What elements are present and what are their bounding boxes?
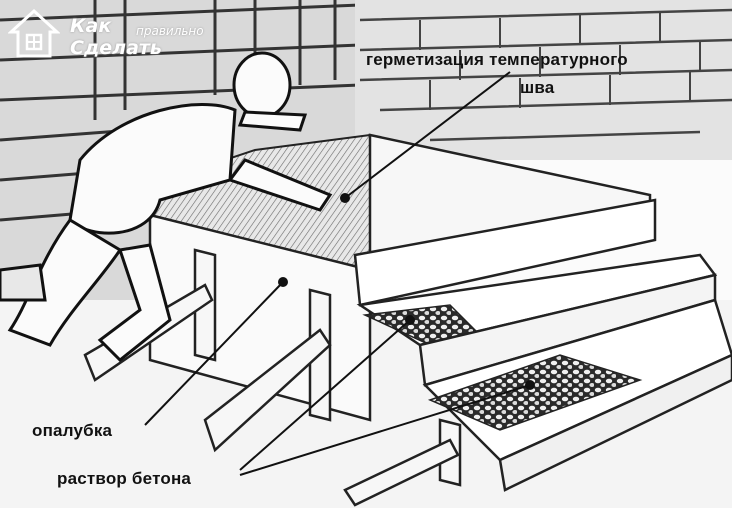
worker-figure xyxy=(0,51,333,363)
label-concrete: раствор бетона xyxy=(57,469,192,488)
logo-word-3: Сделать xyxy=(70,37,162,59)
step-upper xyxy=(356,253,718,387)
label-formwork: опалубка xyxy=(32,421,113,440)
label-sealing-line-2: шва xyxy=(520,78,555,97)
logo-word-2: правильно xyxy=(136,24,204,38)
logo-word-1: Как xyxy=(70,15,112,37)
label-sealing-line-1: герметизация температурного xyxy=(366,50,628,69)
site-logo: Как правильно Сделать xyxy=(7,8,218,64)
callout-dots xyxy=(278,193,535,390)
house-logo-icon xyxy=(7,8,61,58)
callout-leaders xyxy=(144,71,531,476)
step-lower xyxy=(422,298,732,492)
brick-wall xyxy=(355,0,732,160)
